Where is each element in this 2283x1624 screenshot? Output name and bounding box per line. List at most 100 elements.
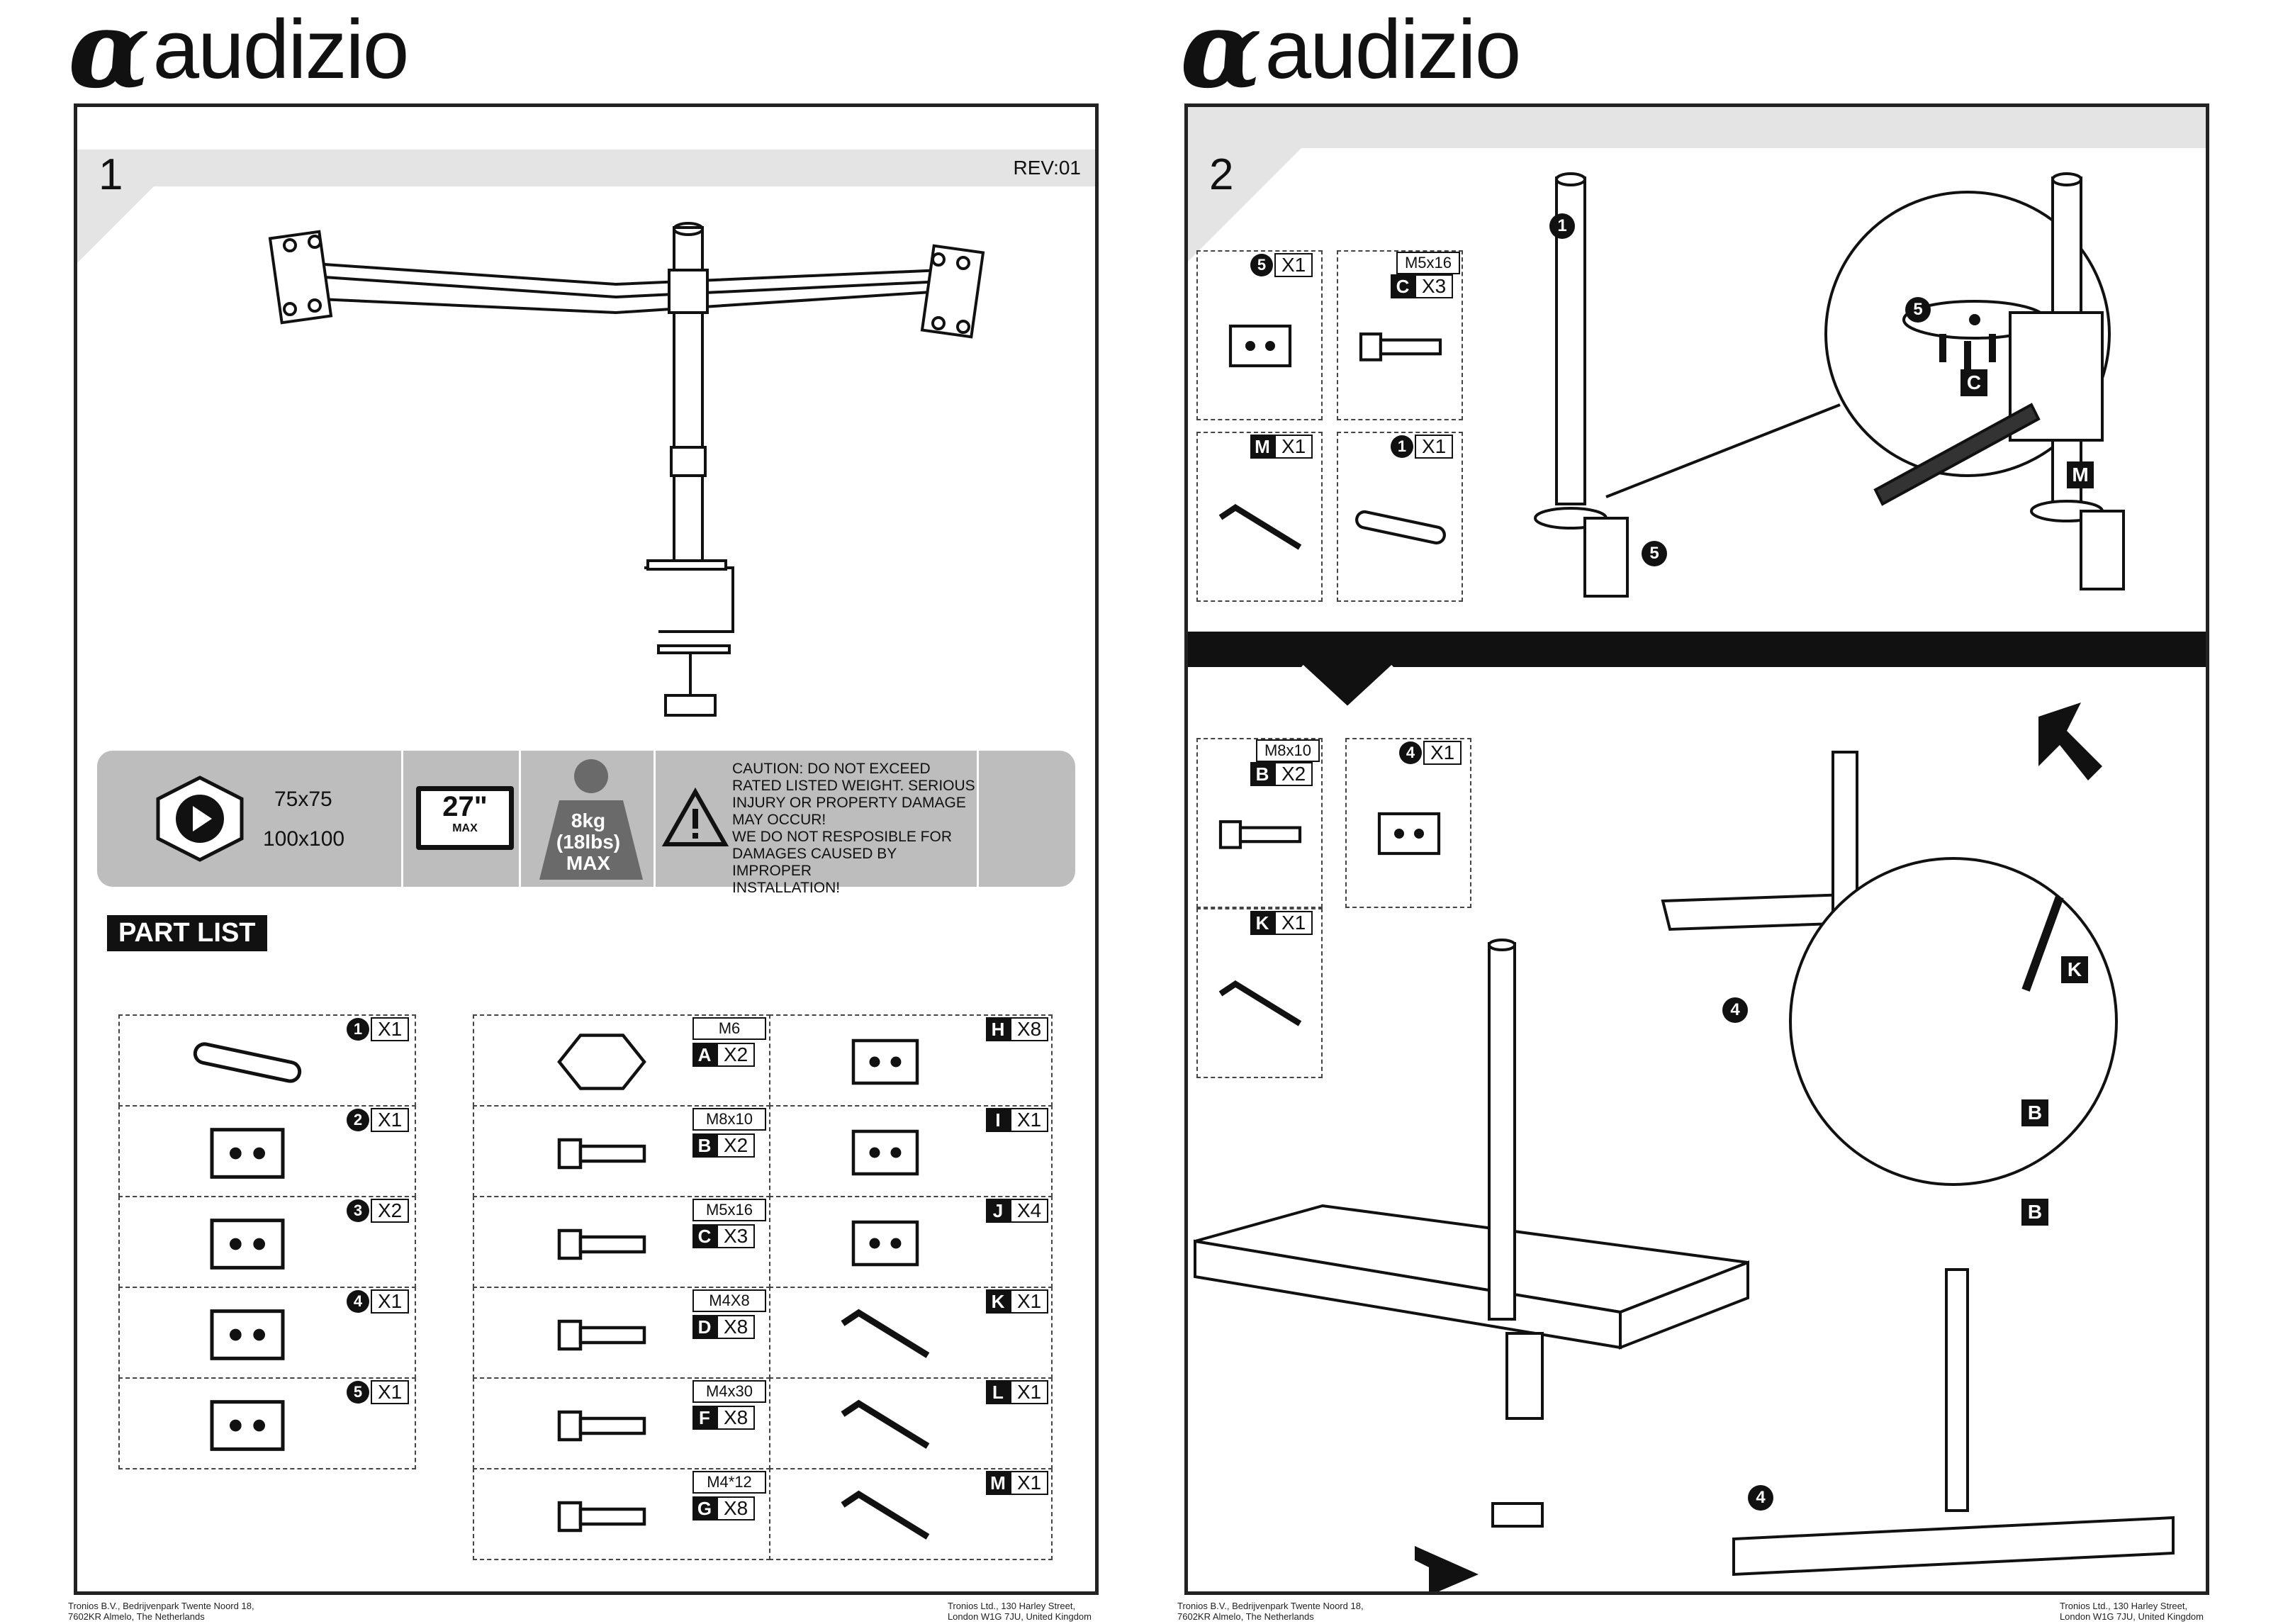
- revision-label: REV:01: [1013, 157, 1081, 179]
- part-box: [1196, 432, 1323, 602]
- key-icon: [1218, 504, 1302, 550]
- callout-part-4: 4: [1722, 997, 1748, 1023]
- bracket-icon: [851, 1129, 919, 1176]
- key-icon: [841, 1309, 930, 1358]
- part-number: 3: [347, 1199, 369, 1222]
- part-box: [1337, 432, 1463, 602]
- section-divider: [1188, 632, 2206, 714]
- part-quantity: X1: [371, 1108, 410, 1132]
- weight-lbs: (18lbs): [556, 831, 621, 853]
- part-quantity: X4: [1010, 1199, 1049, 1223]
- bracket-icon: [1228, 324, 1292, 368]
- weight-kg: 8kg: [571, 810, 606, 831]
- part-quantity: X8: [717, 1315, 756, 1339]
- part-number: 4: [1399, 741, 1422, 764]
- part-box: [1196, 250, 1323, 420]
- nut-icon: [557, 1034, 646, 1090]
- screw-icon: [557, 1410, 646, 1442]
- part-quantity: X1: [1010, 1289, 1049, 1314]
- bracket-icon: [210, 1309, 285, 1360]
- pole-mount-illustration: [1534, 172, 2125, 598]
- part-size: M5x16: [692, 1199, 766, 1221]
- caution-cell: CAUTION: DO NOT EXCEED RATED LISTED WEIG…: [656, 751, 979, 896]
- part-key: J: [986, 1199, 1010, 1223]
- desk-clamp-illustration: [1194, 702, 2175, 1591]
- part-quantity: X2: [1274, 762, 1313, 786]
- screen-size: 27": [442, 791, 488, 822]
- part-box: [1345, 738, 1471, 908]
- part-size: M4*12: [692, 1471, 766, 1494]
- footer-address-uk: Tronios Ltd., 130 Harley Street, London …: [948, 1601, 1092, 1622]
- part-quantity: X1: [1274, 253, 1313, 277]
- vesa-size-2: 100x100: [263, 827, 345, 851]
- part-number: 5: [1250, 254, 1273, 276]
- key-icon: [841, 1399, 930, 1449]
- footer-line: London W1G 7JU, United Kingdom: [2059, 1611, 2204, 1622]
- part-quantity: X8: [717, 1496, 756, 1521]
- screw-icon: [557, 1501, 646, 1533]
- bracket-icon: [210, 1219, 285, 1270]
- part-key: I: [986, 1108, 1010, 1132]
- footer-address-uk: Tronios Ltd., 130 Harley Street, London …: [2060, 1601, 2204, 1622]
- part-key: C: [1391, 274, 1415, 298]
- audizio-logo: α audizio: [68, 0, 409, 103]
- part-quantity: X1: [1010, 1380, 1049, 1404]
- part-size: M6: [692, 1017, 766, 1040]
- bracket-icon: [851, 1220, 919, 1267]
- part-key: B: [692, 1133, 717, 1158]
- weight-text: 8kg (18lbs) MAX: [521, 810, 656, 874]
- part-quantity: X1: [371, 1380, 410, 1404]
- screen-max: MAX: [452, 822, 478, 834]
- callout-part-4-lower: 4: [1748, 1485, 1773, 1511]
- part-key: L: [986, 1380, 1010, 1404]
- footer-line: 7602KR Almelo, The Netherlands: [68, 1611, 205, 1622]
- part-size: M4X8: [692, 1289, 766, 1312]
- callout-key-m: M: [2067, 461, 2094, 488]
- screw-icon: [557, 1319, 646, 1351]
- tube-icon: [1355, 510, 1446, 545]
- screw-icon: [1218, 820, 1302, 849]
- part-key: B: [1250, 762, 1274, 786]
- header-corner: [77, 150, 191, 263]
- caution-line: MAY OCCUR!: [732, 812, 826, 828]
- part-number: 2: [347, 1109, 369, 1131]
- part-key: M: [986, 1471, 1010, 1495]
- footer-line: Tronios Ltd., 130 Harley Street,: [947, 1601, 1076, 1611]
- spec-info-bar: 75x75 100x100 27" MAX 8kg (18lbs) MAX: [97, 751, 1075, 896]
- part-box: [1337, 250, 1463, 420]
- part-key: D: [692, 1315, 717, 1339]
- footer-line: Tronios B.V., Bedrijvenpark Twente Noord…: [1177, 1601, 1364, 1611]
- callout-part-5-lower: 5: [1642, 541, 1667, 566]
- monitor-icon: 27" MAX: [416, 786, 514, 850]
- caution-line: INSTALLATION!: [732, 880, 841, 896]
- part-size: M4x30: [692, 1380, 766, 1403]
- vesa-cell: 75x75 100x100: [97, 751, 403, 887]
- warning-icon: [661, 787, 729, 846]
- callout-part-1: 1: [1549, 213, 1575, 239]
- part-key: F: [692, 1406, 717, 1430]
- callout-key-k: K: [2061, 956, 2088, 983]
- part-size: M8x10: [692, 1108, 766, 1131]
- step-number: 1: [99, 150, 123, 199]
- bracket-icon: [851, 1038, 919, 1085]
- part-size: M8x10: [1256, 739, 1320, 762]
